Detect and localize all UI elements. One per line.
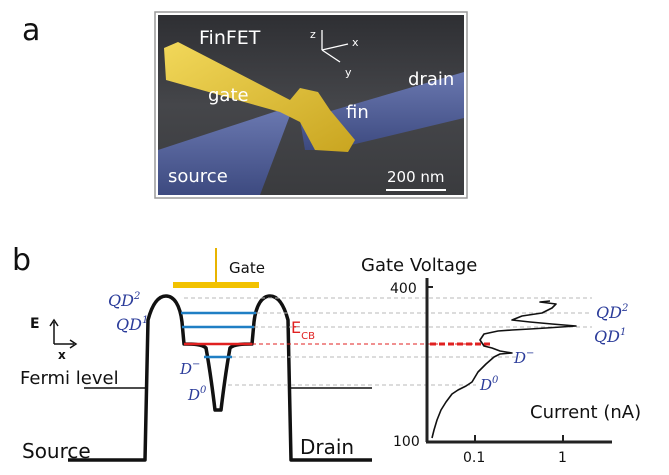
- axis-x-label: x: [352, 36, 359, 49]
- band-qd2-label: QD2: [108, 291, 140, 310]
- energy-axis-label: E: [30, 316, 40, 332]
- energy-axes: [49, 318, 78, 349]
- sem-gate-label: gate: [208, 85, 249, 106]
- guide-lines: [184, 297, 592, 386]
- plot-xlabel: Current (nA): [530, 402, 641, 423]
- scalebar-label: 200 nm: [387, 168, 445, 186]
- band-d0-label: D0: [187, 385, 207, 404]
- xtick-1: 1: [558, 450, 567, 466]
- gate-electrode: [164, 42, 355, 152]
- current-trace: [431, 300, 577, 439]
- source-label: Source: [22, 439, 91, 463]
- sem-drain-label: drain: [408, 69, 454, 90]
- band-dminus-label: D−: [179, 359, 200, 378]
- peak-d0-label: D0: [479, 375, 499, 394]
- plot-ylabel: Gate Voltage: [361, 255, 477, 276]
- fermi-label: Fermi level: [20, 368, 119, 389]
- sem-image: FinFET gate fin drain source z x y 200 n…: [154, 11, 468, 199]
- gate-label: Gate: [229, 259, 265, 277]
- plot-ticks: [427, 286, 564, 442]
- peak-qd2-label: QD2: [596, 303, 628, 322]
- source-electrode: [158, 110, 292, 195]
- plot-axes: [425, 278, 612, 444]
- sem-title: FinFET: [199, 27, 261, 49]
- ytick-100: 100: [393, 434, 420, 450]
- sem-axes: [321, 30, 349, 63]
- panel-a-letter: a: [22, 13, 40, 48]
- band-qd1-label: QD1: [116, 315, 148, 334]
- sem-fin-label: fin: [346, 102, 369, 123]
- peak-dminus-label: D−: [513, 348, 534, 367]
- sem-source-label: source: [168, 166, 228, 187]
- gate-bar: [173, 282, 259, 288]
- band-ecb-label: ECB: [291, 318, 315, 342]
- axis-z-label: z: [310, 28, 316, 41]
- drain-label: Drain: [300, 435, 354, 459]
- x-axis-label: x: [58, 348, 66, 362]
- xtick-0.1: 0.1: [463, 450, 485, 466]
- ytick-400: 400: [390, 281, 417, 297]
- peak-qd1-label: QD1: [594, 327, 626, 346]
- band-profile: [68, 294, 372, 462]
- axis-y-label: y: [345, 66, 352, 79]
- panel-b-letter: b: [12, 243, 31, 278]
